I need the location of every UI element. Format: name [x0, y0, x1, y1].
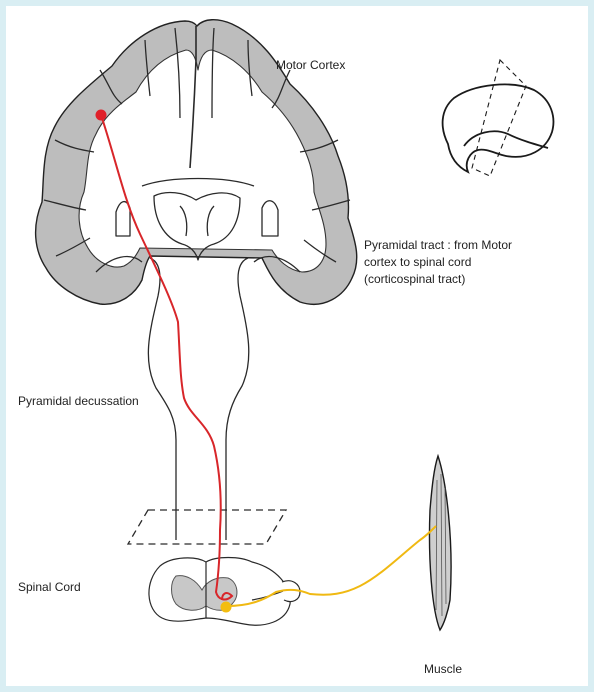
spinal-cord-label: Spinal Cord	[18, 579, 81, 596]
muscle-label: Muscle	[424, 661, 462, 678]
orientation-brain-sketch	[443, 60, 554, 176]
brainstem-left-edge	[148, 258, 176, 540]
upper-motor-neuron-cell-body	[96, 110, 107, 121]
brainstem-right-edge	[226, 258, 249, 540]
muscle-body	[429, 456, 451, 630]
orientation-cut-plane	[472, 60, 526, 176]
brainstem-outline	[148, 258, 248, 540]
motor-cortex-label: Motor Cortex	[276, 57, 345, 74]
muscle-drawing	[429, 456, 451, 630]
corticospinal-pathway-drawing	[6, 6, 588, 686]
pyramidal-decussation-label: Pyramidal decussation	[18, 393, 139, 410]
brain-side-outline	[443, 84, 554, 172]
lower-motor-neuron-cell-body	[221, 602, 232, 613]
pyramidal-tract-label: Pyramidal tract : from Motor cortex to s…	[364, 237, 512, 288]
section-plane	[128, 510, 286, 544]
diagram-canvas: Motor Cortex Pyramidal tract : from Moto…	[6, 6, 588, 686]
brain-side-temporal	[464, 131, 548, 148]
